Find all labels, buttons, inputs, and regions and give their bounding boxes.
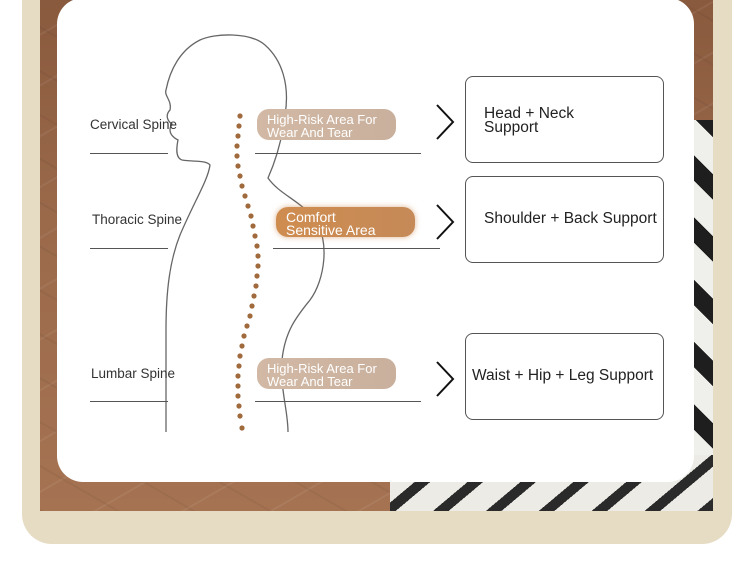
label-thoracic-spine: Thoracic Spine [92, 212, 183, 227]
comfort-badge-line: Sensitive Area [286, 222, 376, 238]
support-card-head-neck: Head + Neck Support [465, 76, 664, 163]
comfort-badge-thoracic: Comfort Sensitive Area [276, 207, 415, 237]
support-card-text: Waist + Hip + Leg Support [472, 367, 654, 384]
chevron-right-icon [436, 361, 455, 397]
chevron-right-icon [436, 104, 455, 140]
divider [255, 401, 421, 402]
risk-badge-line: High-Risk Area For [267, 361, 377, 376]
risk-badge-lumbar: High-Risk Area For Wear And Tear [257, 358, 396, 389]
risk-badge-line: Wear And Tear [267, 125, 353, 140]
divider [90, 153, 168, 154]
body-outline [165, 34, 325, 433]
support-card-text: Shoulder + Back Support [484, 210, 657, 227]
spine-dots [234, 113, 261, 431]
risk-badge-line: High-Risk Area For [267, 112, 377, 127]
divider [255, 153, 421, 154]
risk-badge-cervical: High-Risk Area For Wear And Tear [257, 109, 396, 140]
label-lumbar-spine: Lumbar Spine [91, 366, 176, 381]
label-cervical-spine: Cervical Spine [90, 117, 178, 132]
chevron-right-icon [436, 204, 455, 240]
divider [273, 248, 440, 249]
risk-badge-line: Wear And Tear [267, 374, 353, 389]
support-card-shoulder-back: Shoulder + Back Support [465, 176, 664, 263]
support-card-text: Head + Neck Support [484, 105, 575, 136]
divider [90, 248, 168, 249]
comfort-badge-line: Comfort [286, 209, 336, 225]
divider [90, 401, 168, 402]
support-card-waist-hip-leg: Waist + Hip + Leg Support [465, 333, 664, 420]
